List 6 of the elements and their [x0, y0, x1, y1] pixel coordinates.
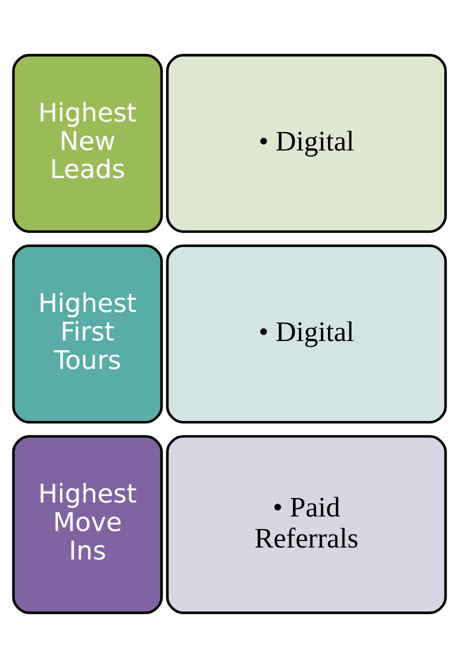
node-box: Highest First Tours — [12, 244, 163, 424]
node-box: • Digital — [166, 244, 447, 424]
node-box: • Digital — [166, 53, 447, 232]
node-box: Highest New Leads — [12, 53, 163, 232]
node-box: • Paid Referrals — [166, 434, 447, 614]
node-box: Highest Move Ins — [12, 434, 163, 614]
